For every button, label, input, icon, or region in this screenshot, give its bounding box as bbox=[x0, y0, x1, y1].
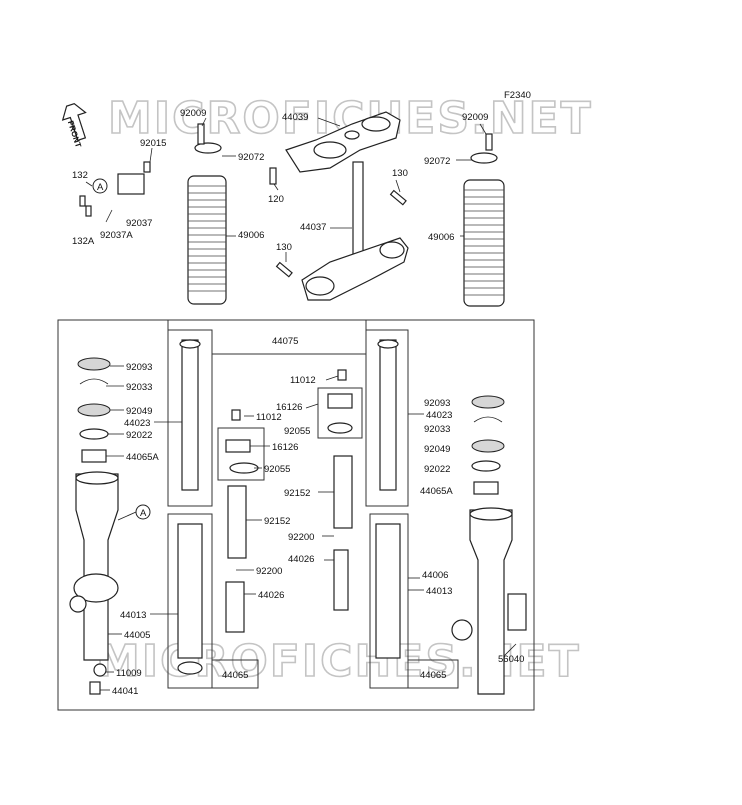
callout-labels: 92009 92015 92072 132 A 92037 92037A 132… bbox=[72, 108, 524, 697]
callout-92022-left: 92022 bbox=[126, 430, 152, 441]
steering-stem bbox=[275, 161, 409, 301]
callout-92037: 92037 bbox=[126, 218, 152, 229]
callout-92009-left: 92009 bbox=[180, 108, 206, 119]
right-fork-boot bbox=[463, 179, 505, 307]
callout-92049-left: 92049 bbox=[126, 406, 152, 417]
callout-92152-right: 92152 bbox=[284, 488, 310, 499]
right-inner-tube bbox=[377, 339, 399, 491]
upper-triple-clamp bbox=[269, 111, 401, 185]
callout-44005: 44005 bbox=[124, 630, 150, 641]
callout-44026-left: 44026 bbox=[258, 590, 284, 601]
left-lower-tube bbox=[177, 523, 203, 675]
callout-11012-top: 11012 bbox=[290, 375, 316, 386]
left-inner-tube bbox=[179, 339, 201, 491]
callout-44013-left: 44013 bbox=[120, 610, 146, 621]
callout-92015: 92015 bbox=[140, 138, 166, 149]
callout-120: 120 bbox=[268, 194, 284, 205]
callout-44039: 44039 bbox=[282, 112, 308, 123]
callout-92152-left: 92152 bbox=[264, 516, 290, 527]
callout-132: 132 bbox=[72, 170, 88, 181]
callout-44041: 44041 bbox=[112, 686, 138, 697]
callout-44013-right: 44013 bbox=[426, 586, 452, 597]
callout-92055-mid: 92055 bbox=[264, 464, 290, 475]
fork-cap-left bbox=[225, 409, 259, 474]
callout-44065-left: 44065 bbox=[222, 670, 248, 681]
callout-11009: 11009 bbox=[116, 668, 142, 679]
callout-a-fork: A bbox=[140, 508, 147, 519]
left-inner-box bbox=[167, 329, 213, 507]
callout-92200-right: 92200 bbox=[288, 532, 314, 543]
callout-16126-mid: 16126 bbox=[272, 442, 298, 453]
left-fork-boot bbox=[187, 175, 227, 305]
watermark-top: MICROFICHES.NET bbox=[108, 93, 593, 144]
right-outer-tube bbox=[451, 507, 527, 695]
callout-92072-right: 92072 bbox=[424, 156, 450, 167]
callout-49006-right: 49006 bbox=[428, 232, 454, 243]
callout-16126-top: 16126 bbox=[276, 402, 302, 413]
callout-44023-left: 44023 bbox=[124, 418, 150, 429]
callout-92072-left: 92072 bbox=[238, 152, 264, 163]
callout-92200-left: 92200 bbox=[256, 566, 282, 577]
callout-44006: 44006 bbox=[422, 570, 448, 581]
callout-92055-top: 92055 bbox=[284, 426, 310, 437]
callout-92009-right: 92009 bbox=[462, 112, 488, 123]
callout-a-top: A bbox=[97, 182, 104, 193]
diagram-code: F2340 bbox=[504, 90, 531, 101]
callout-130-bottom: 130 bbox=[276, 242, 292, 253]
right-boot-clamp bbox=[470, 133, 498, 164]
right-seal-stack bbox=[471, 395, 505, 495]
callout-92093-right: 92093 bbox=[424, 398, 450, 409]
callout-44075: 44075 bbox=[272, 336, 298, 347]
callout-49006-left: 49006 bbox=[238, 230, 264, 241]
callout-44065-right: 44065 bbox=[420, 670, 446, 681]
cable-bracket-a bbox=[79, 161, 151, 217]
callout-92022-right: 92022 bbox=[424, 464, 450, 475]
callout-56040: 56040 bbox=[498, 654, 524, 665]
fork-assembly-frame bbox=[57, 319, 535, 711]
callout-92033-right: 92033 bbox=[424, 424, 450, 435]
damper-rod-right bbox=[333, 455, 353, 529]
callout-44026-right: 44026 bbox=[288, 554, 314, 565]
left-lower-box bbox=[167, 513, 213, 689]
damper-rod-left bbox=[227, 485, 247, 559]
callout-132a: 132A bbox=[72, 236, 95, 247]
callout-130-top: 130 bbox=[392, 168, 408, 179]
fork-cap-right bbox=[327, 369, 353, 434]
callout-92033-left: 92033 bbox=[126, 382, 152, 393]
right-lower-tube bbox=[375, 523, 401, 659]
callout-44023-right: 44023 bbox=[426, 410, 452, 421]
left-cap-box bbox=[217, 427, 265, 481]
right-inner-box bbox=[365, 329, 409, 507]
damper-spring-right bbox=[333, 549, 349, 611]
right-lower-box bbox=[369, 513, 409, 689]
callout-92049-right: 92049 bbox=[424, 444, 450, 455]
right-cap-box bbox=[317, 387, 363, 439]
left-outer-tube bbox=[69, 471, 119, 695]
left-seal-stack bbox=[77, 357, 111, 463]
callout-11012-mid: 11012 bbox=[256, 412, 282, 423]
callout-44037: 44037 bbox=[300, 222, 326, 233]
callout-92093-left: 92093 bbox=[126, 362, 152, 373]
callout-44065a-right: 44065A bbox=[420, 486, 453, 497]
callout-44065a-left: 44065A bbox=[126, 452, 159, 463]
left-boot-clamp bbox=[194, 123, 222, 154]
damper-spring-left bbox=[225, 581, 245, 633]
callout-92037a: 92037A bbox=[100, 230, 133, 241]
front-arrow-icon: FRONT bbox=[61, 102, 87, 149]
